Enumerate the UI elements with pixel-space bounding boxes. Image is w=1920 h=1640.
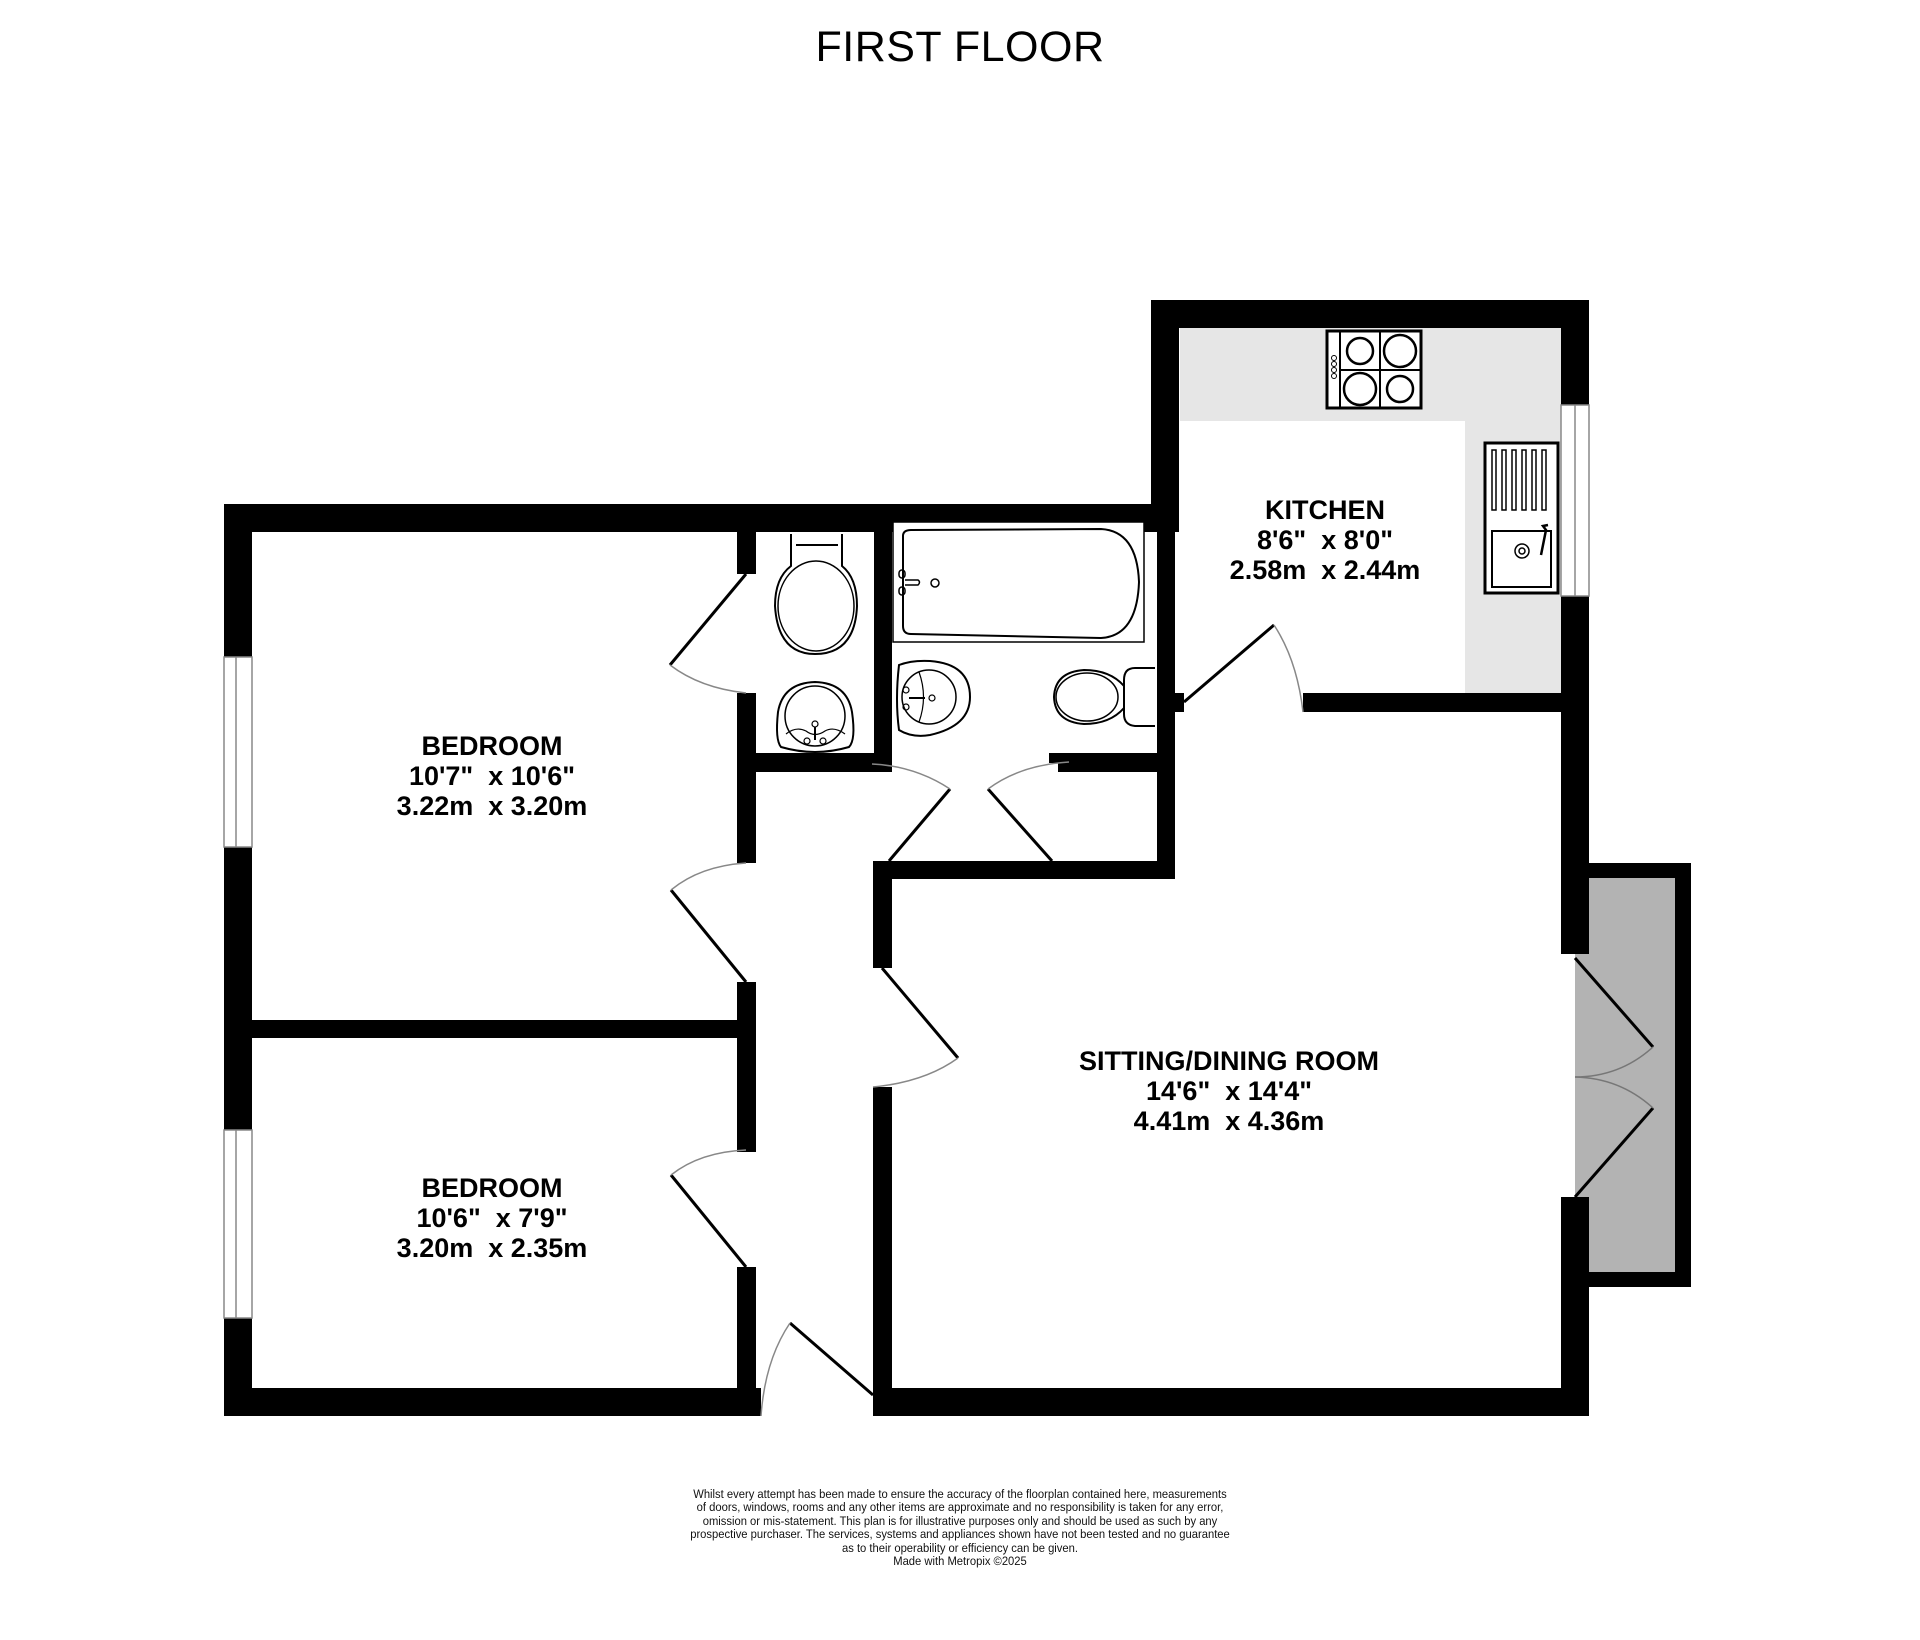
window-bedroom1 <box>223 656 253 848</box>
disclaimer-line: prospective purchaser. The services, sys… <box>690 1527 1230 1542</box>
door-cupboard <box>1573 957 1655 1198</box>
room-label-sitting-dining: SITTING/DINING ROOM 14'6" x 14'4" 4.41m … <box>1079 1046 1379 1136</box>
disclaimer-line: of doors, windows, rooms and any other i… <box>696 1500 1224 1515</box>
door-entrance <box>760 1321 874 1417</box>
door-wc <box>668 573 748 694</box>
hob-icon <box>1325 329 1423 410</box>
bath-icon <box>892 521 1145 643</box>
door-bedroom1 <box>669 862 748 983</box>
basin-icon <box>896 659 972 737</box>
room-dimensions-metric: 2.58m x 2.44m <box>1229 555 1421 585</box>
room-label-bedroom-2: BEDROOM 10'6" x 7'9" 3.20m x 2.35m <box>397 1173 588 1263</box>
room-dimensions-metric: 3.22m x 3.20m <box>396 791 588 821</box>
windows <box>223 404 1590 1319</box>
room-name: SITTING/DINING ROOM <box>1079 1046 1379 1076</box>
floor-title: FIRST FLOOR <box>815 23 1105 71</box>
room-dimensions-imperial: 14'6" x 14'4" <box>1145 1076 1313 1106</box>
room-label-kitchen: KITCHEN 8'6" x 8'0" 2.58m x 2.44m <box>1230 495 1421 585</box>
toilet-icon <box>773 534 859 656</box>
room-dimensions-imperial: 10'7" x 10'6" <box>408 761 576 791</box>
room-name: BEDROOM <box>421 1173 563 1203</box>
metropix-credit: Made with Metropix ©2025 <box>893 1554 1027 1569</box>
room-name: KITCHEN <box>1264 495 1385 525</box>
disclaimer-line: as to their operability or efficiency ca… <box>841 1540 1079 1555</box>
door-bathroom <box>986 761 1070 862</box>
window-bedroom2 <box>223 1129 253 1319</box>
room-dimensions-imperial: 10'6" x 7'9" <box>416 1203 568 1233</box>
disclaimer-line: omission or mis-statement. This plan is … <box>702 1513 1218 1528</box>
toilet-icon <box>1052 667 1155 727</box>
sink-icon <box>1483 441 1560 595</box>
window-kitchen <box>1560 404 1590 597</box>
room-dimensions-imperial: 8'6" x 8'0" <box>1256 525 1394 555</box>
door-store <box>871 763 952 862</box>
room-label-bedroom-1: BEDROOM 10'7" x 10'6" 3.22m x 3.20m <box>397 731 588 821</box>
room-name: BEDROOM <box>421 731 563 761</box>
doors <box>668 573 1655 1417</box>
room-dimensions-metric: 3.20m x 2.35m <box>396 1233 588 1263</box>
disclaimer-line: Whilst every attempt has been made to en… <box>693 1487 1227 1501</box>
room-dimensions-metric: 4.41m x 4.36m <box>1133 1106 1325 1136</box>
door-bedroom2 <box>669 1149 748 1268</box>
cupboard-icon <box>1575 878 1675 1272</box>
door-sitting <box>872 967 960 1088</box>
walls <box>224 300 1691 1416</box>
door-kitchen <box>1183 623 1304 713</box>
disclaimer: Whilst every attempt has been made to en… <box>592 1487 1328 1569</box>
basin-icon <box>776 680 855 753</box>
